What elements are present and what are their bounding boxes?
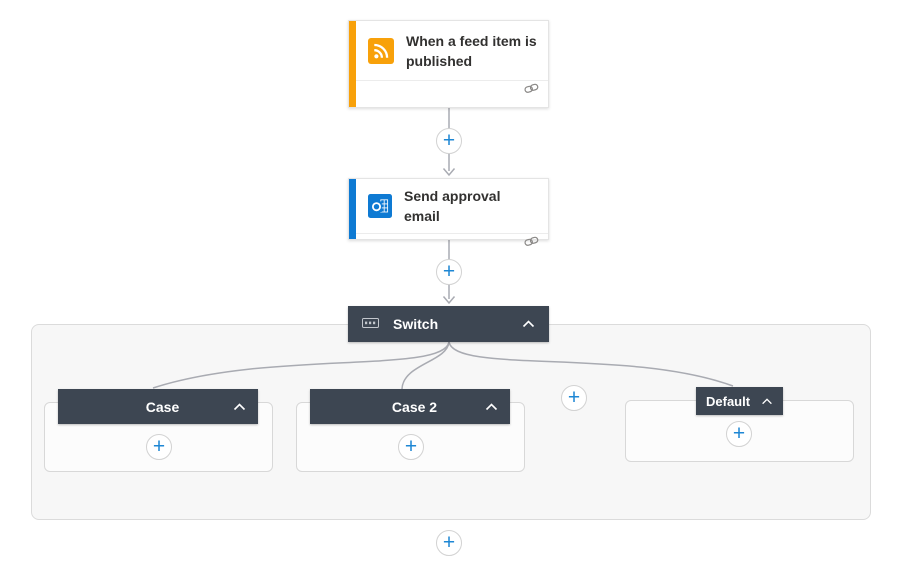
plus-icon: + — [732, 421, 746, 445]
outlook-icon — [368, 194, 392, 219]
plus-icon: + — [442, 128, 456, 152]
chevron-up-icon[interactable] — [761, 397, 773, 405]
insert-step-button-2[interactable]: + — [436, 259, 462, 285]
default-header[interactable]: Default — [696, 387, 783, 415]
action-title: Send approval email — [404, 188, 501, 225]
case-add-action-button[interactable]: + — [146, 434, 172, 460]
switch-label: Switch — [393, 316, 439, 332]
case2-label: Case 2 — [391, 398, 438, 415]
plus-icon: + — [152, 434, 166, 458]
link-icon[interactable] — [524, 82, 539, 100]
insert-step-button-bottom[interactable]: + — [436, 530, 462, 556]
action-card[interactable]: Send approval email — [348, 178, 549, 246]
arrowhead-icon — [442, 296, 456, 305]
plus-icon: + — [442, 259, 456, 283]
plus-icon: + — [404, 434, 418, 458]
case2-header[interactable]: Case 2 — [310, 389, 510, 424]
chevron-up-icon[interactable] — [522, 320, 535, 328]
chevron-up-icon[interactable] — [485, 402, 498, 411]
trigger-accent-bar — [349, 21, 356, 107]
plus-icon: + — [567, 385, 581, 409]
plus-icon: + — [442, 530, 456, 554]
add-case-button[interactable]: + — [561, 385, 587, 411]
switch-icon — [362, 315, 379, 333]
arrowhead-icon — [442, 168, 456, 177]
default-add-action-button[interactable]: + — [726, 421, 752, 447]
case-header[interactable]: Case — [58, 389, 258, 424]
action-accent-bar — [349, 179, 356, 239]
rss-icon — [368, 38, 394, 65]
case-label: Case — [145, 398, 180, 415]
switch-header[interactable]: Switch — [348, 306, 549, 342]
case2-add-action-button[interactable]: + — [398, 434, 424, 460]
trigger-title: When a feed item is published — [406, 33, 537, 70]
link-icon[interactable] — [524, 235, 539, 253]
trigger-card[interactable]: When a feed item is published — [348, 20, 549, 108]
default-label: Default — [706, 393, 751, 409]
insert-step-button-1[interactable]: + — [436, 128, 462, 154]
chevron-up-icon[interactable] — [233, 402, 246, 411]
